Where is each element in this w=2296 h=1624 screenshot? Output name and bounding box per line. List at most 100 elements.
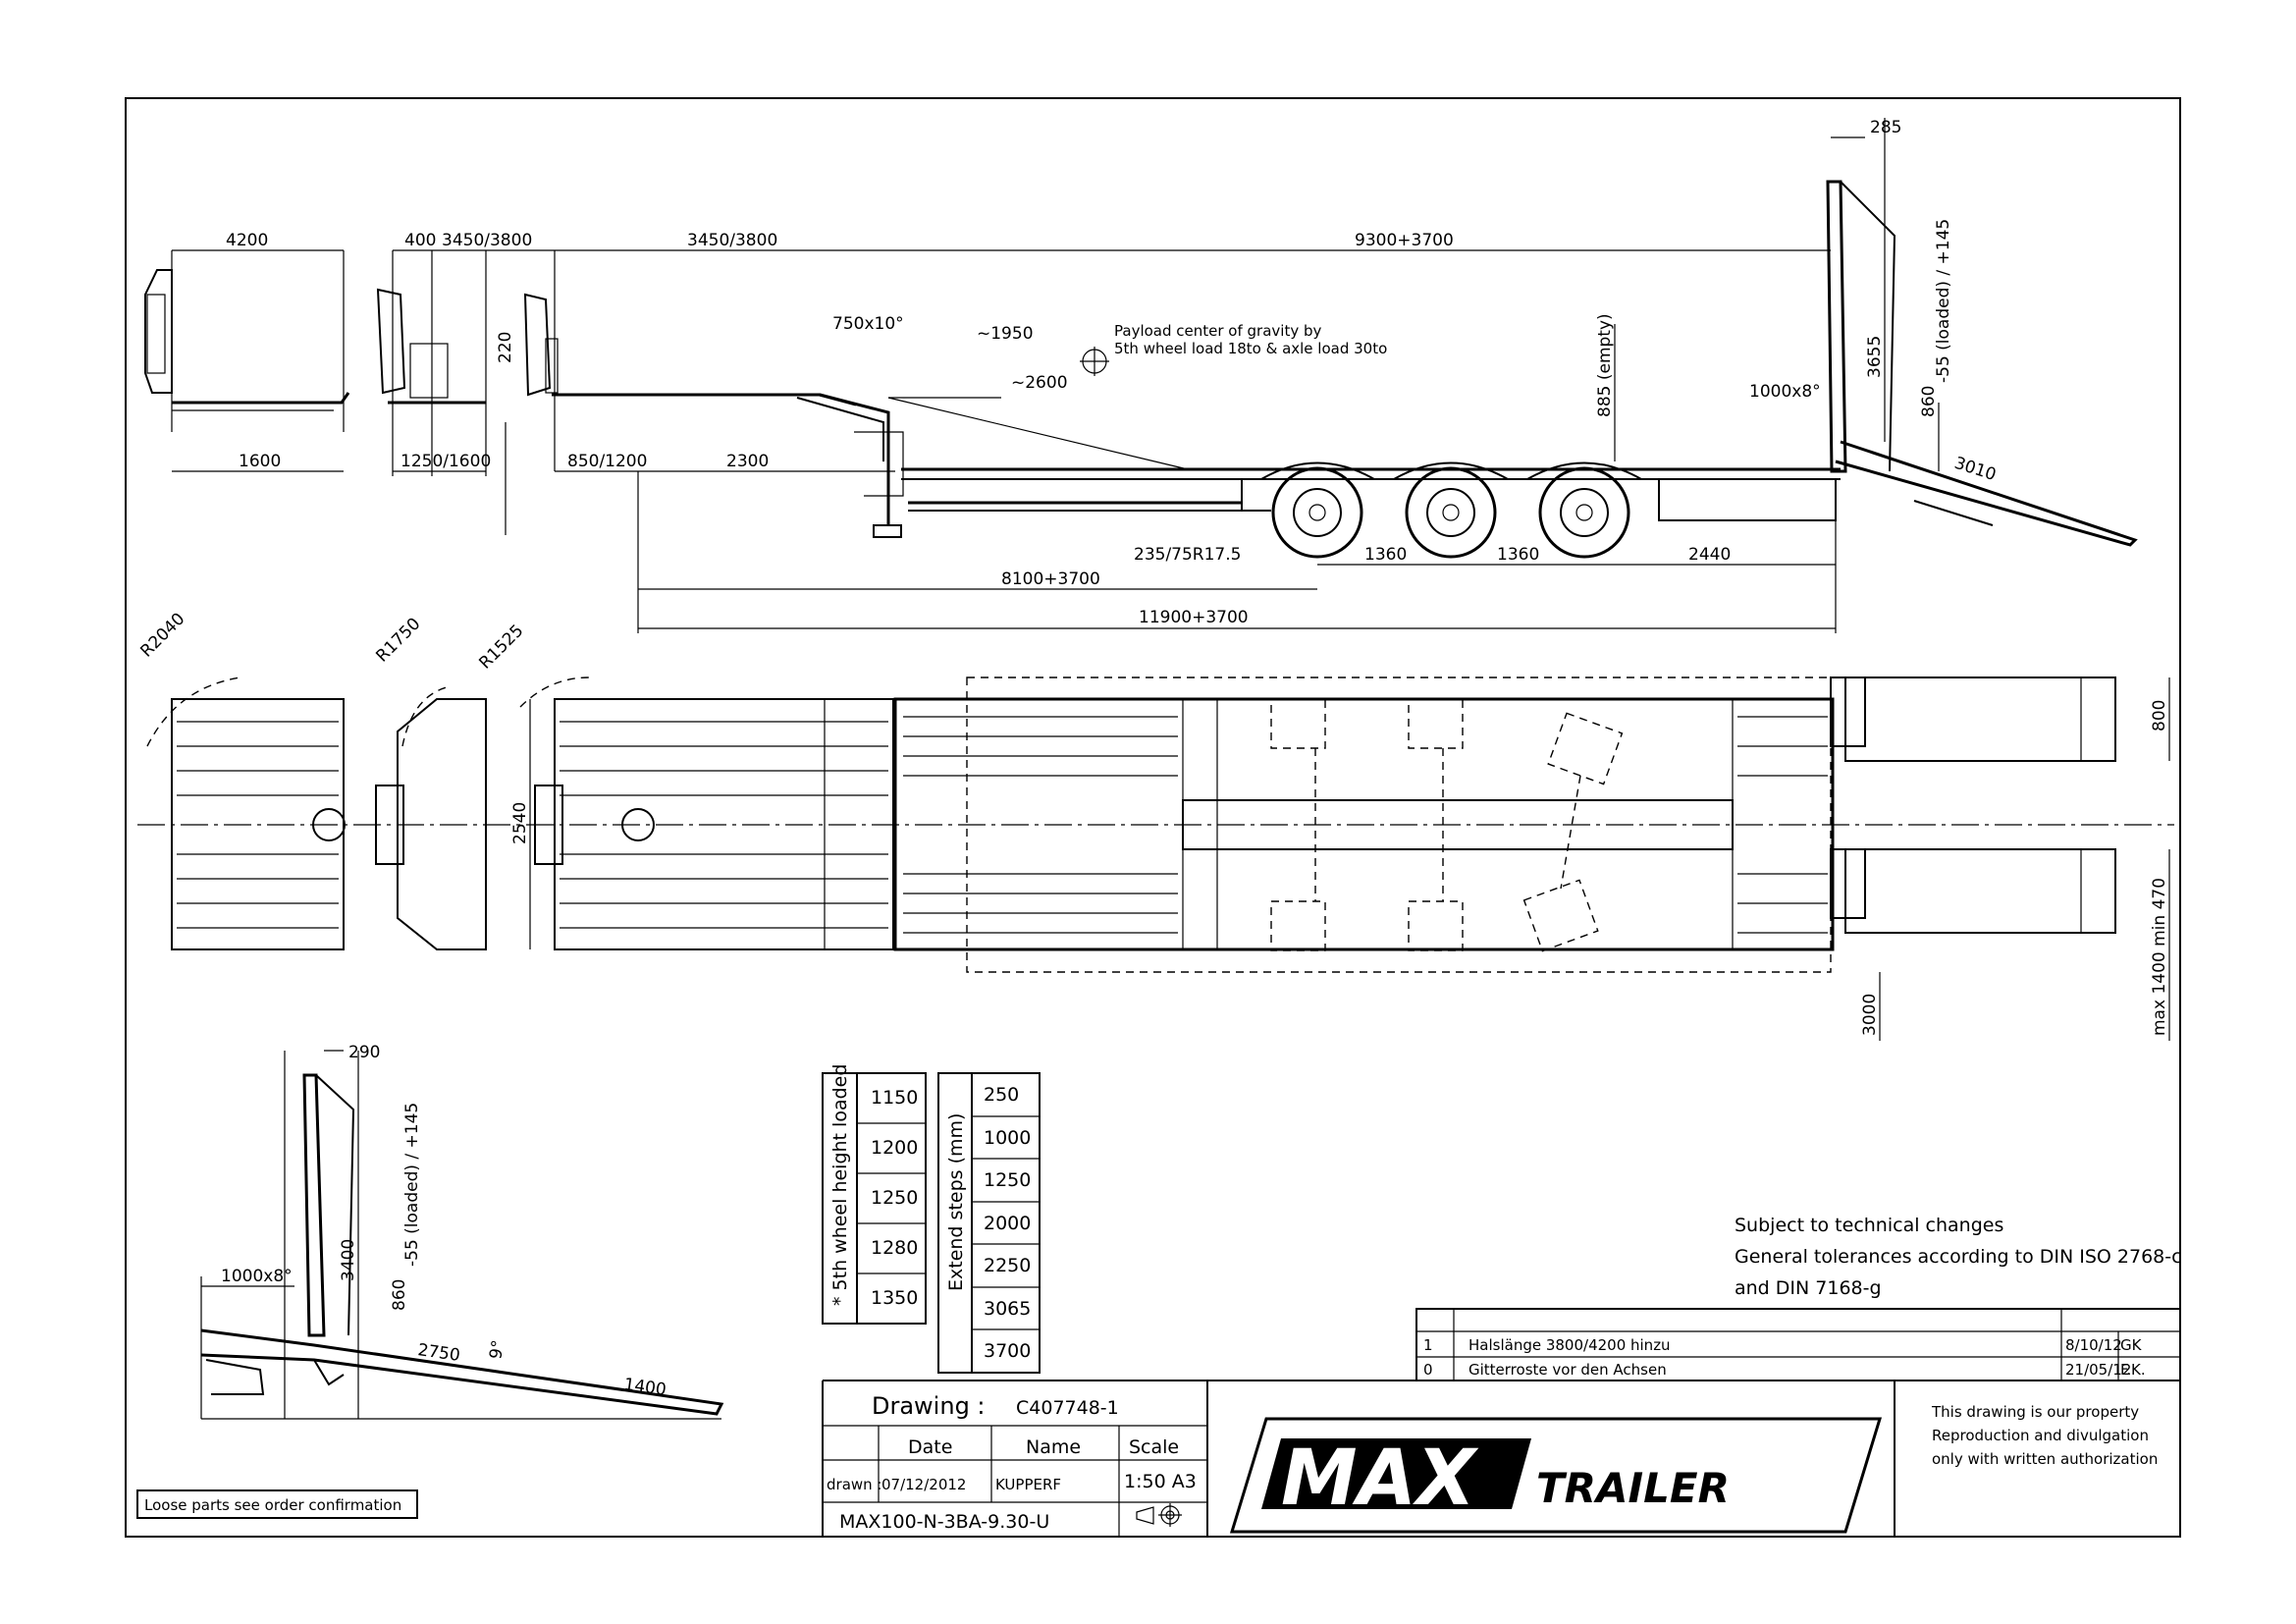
svg-text:285: 285 [1870, 118, 1901, 137]
svg-text:07/12/2012: 07/12/2012 [881, 1476, 966, 1493]
svg-text:MAX100-N-3BA-9.30-U: MAX100-N-3BA-9.30-U [839, 1511, 1049, 1533]
side-view-trailer [796, 180, 2138, 559]
svg-text:885 (empty): 885 (empty) [1595, 313, 1615, 417]
svg-text:1000x8°: 1000x8° [1749, 382, 1821, 402]
svg-text:1150: 1150 [871, 1087, 918, 1109]
svg-text:-55 (loaded) / +145: -55 (loaded) / +145 [402, 1103, 422, 1267]
svg-text:8100+3700: 8100+3700 [1001, 569, 1100, 589]
svg-text:C407748-1: C407748-1 [1016, 1397, 1119, 1419]
ramp-detail-labels: 290 1000x8° 3400 -55 (loaded) / +145 860… [221, 1043, 667, 1400]
svg-text:TRAILER: TRAILER [1536, 1464, 1730, 1512]
svg-text:860: 860 [1919, 386, 1939, 417]
svg-text:9300+3700: 9300+3700 [1355, 231, 1454, 250]
svg-text:* 5th wheel height loaded: * 5th wheel height loaded [829, 1064, 851, 1306]
side-view-dimension-lines [172, 118, 1940, 633]
svg-text:290: 290 [348, 1043, 380, 1062]
wheel-3 [1538, 466, 1630, 559]
ramp-detail [200, 1050, 724, 1420]
svg-text:This drawing is our property: This drawing is our property [1931, 1403, 2139, 1421]
svg-text:1000x8°: 1000x8° [221, 1267, 293, 1286]
svg-text:Date: Date [908, 1436, 952, 1458]
svg-text:3450/3800: 3450/3800 [442, 231, 532, 250]
svg-text:3065: 3065 [984, 1298, 1031, 1320]
title-block: Drawing : C407748-1 Date Name Scale draw… [822, 1380, 2180, 1537]
svg-text:4200: 4200 [226, 231, 268, 250]
svg-text:MAX: MAX [1281, 1435, 1479, 1523]
svg-text:Drawing :: Drawing : [872, 1392, 986, 1420]
svg-text:General tolerances according t: General tolerances according to DIN ISO … [1735, 1246, 2182, 1268]
svg-text:9°: 9° [486, 1338, 508, 1361]
svg-text:235/75R17.5: 235/75R17.5 [1134, 545, 1241, 565]
svg-text:only with written authorizatio: only with written authorization [1932, 1450, 2158, 1468]
svg-text:1250: 1250 [871, 1187, 918, 1209]
svg-text:R2040: R2040 [136, 609, 188, 661]
table-5th-wheel-height: * 5th wheel height loaded 1150 1200 1250… [822, 1064, 927, 1325]
side-view-labels: 4200 400 3450/3800 3450/3800 9300+3700 2… [226, 118, 1999, 627]
loose-parts-note: Loose parts see order confirmation [136, 1489, 418, 1519]
svg-text:Extend steps (mm): Extend steps (mm) [945, 1113, 967, 1291]
top-view-labels: R2040 R1750 R1525 2540 800 max 1400 min … [136, 609, 2169, 1036]
svg-text:3000: 3000 [1860, 994, 1880, 1036]
svg-text:400: 400 [404, 231, 436, 250]
svg-text:3400: 3400 [339, 1239, 358, 1281]
svg-text:Name: Name [1026, 1436, 1081, 1458]
svg-text:2250: 2250 [984, 1255, 1031, 1276]
svg-text:21/05/12: 21/05/12 [2065, 1361, 2131, 1379]
svg-text:8/10/12: 8/10/12 [2065, 1336, 2122, 1354]
wheel-1 [1271, 466, 1363, 559]
svg-text:1250/1600: 1250/1600 [400, 452, 491, 471]
svg-text:Gitterroste vor den Achsen: Gitterroste vor den Achsen [1468, 1361, 1667, 1379]
svg-text:GK: GK [2120, 1336, 2143, 1354]
table-extend-steps: Extend steps (mm) 250 1000 1250 2000 225… [937, 1072, 1041, 1374]
svg-text:860: 860 [390, 1279, 409, 1311]
svg-text:R1750: R1750 [372, 614, 424, 666]
svg-text:750x10°: 750x10° [832, 314, 904, 334]
svg-text:800: 800 [2150, 700, 2169, 731]
svg-text:Scale: Scale [1129, 1436, 1179, 1458]
svg-text:2000: 2000 [984, 1213, 1031, 1234]
svg-text:Payload center of gravity by: Payload center of gravity by [1114, 322, 1321, 340]
svg-text:1: 1 [1423, 1336, 1433, 1354]
svg-text:Loose parts see order confirma: Loose parts see order confirmation [144, 1496, 401, 1514]
general-notes: Subject to technical changes General tol… [1735, 1215, 2182, 1299]
svg-text:1280: 1280 [871, 1237, 918, 1259]
svg-text:~2600: ~2600 [1011, 373, 1068, 393]
svg-text:1000: 1000 [984, 1127, 1031, 1149]
svg-text:0: 0 [1423, 1361, 1433, 1379]
svg-text:2300: 2300 [726, 452, 769, 471]
svg-text:max 1400 min 470: max 1400 min 470 [2150, 878, 2169, 1036]
svg-text:-55 (loaded) / +145: -55 (loaded) / +145 [1934, 219, 1953, 383]
side-view-small-variants [144, 250, 857, 476]
top-view-dimension-lines [529, 677, 2170, 1041]
svg-text:KUPPERF: KUPPERF [995, 1476, 1061, 1493]
revision-table: 1 Halslänge 3800/4200 hinzu 8/10/12 GK 0… [1415, 1308, 2181, 1381]
svg-text:1600: 1600 [239, 452, 281, 471]
svg-text:11900+3700: 11900+3700 [1139, 608, 1249, 627]
svg-text:Subject to technical changes: Subject to technical changes [1735, 1215, 2003, 1236]
svg-text:850/1200: 850/1200 [567, 452, 647, 471]
svg-text:and DIN 7168-g: and DIN 7168-g [1735, 1277, 1882, 1299]
svg-text:1400: 1400 [622, 1375, 667, 1400]
svg-text:3700: 3700 [984, 1340, 1031, 1362]
svg-text:1360: 1360 [1364, 545, 1407, 565]
svg-text:R1525: R1525 [475, 621, 527, 673]
svg-text:220: 220 [496, 332, 515, 363]
svg-text:Reproduction and divulgation: Reproduction and divulgation [1932, 1427, 2149, 1444]
svg-text:F.K.: F.K. [2120, 1361, 2146, 1379]
svg-text:1250: 1250 [984, 1169, 1031, 1191]
svg-text:1360: 1360 [1497, 545, 1539, 565]
svg-text:3450/3800: 3450/3800 [687, 231, 777, 250]
projection-symbol-icon [1136, 1503, 1182, 1527]
wheel-2 [1405, 466, 1497, 559]
svg-text:3655: 3655 [1865, 336, 1885, 378]
top-view [137, 677, 2174, 973]
svg-text:1:50 A3: 1:50 A3 [1124, 1471, 1197, 1492]
svg-text:2440: 2440 [1688, 545, 1731, 565]
svg-text:~1950: ~1950 [977, 324, 1034, 344]
svg-text:250: 250 [984, 1084, 1019, 1106]
svg-text:drawn :: drawn : [827, 1476, 881, 1493]
svg-text:1350: 1350 [871, 1287, 918, 1309]
svg-text:2540: 2540 [510, 802, 530, 844]
max-trailer-logo: MAX TRAILER [1229, 1417, 1883, 1534]
